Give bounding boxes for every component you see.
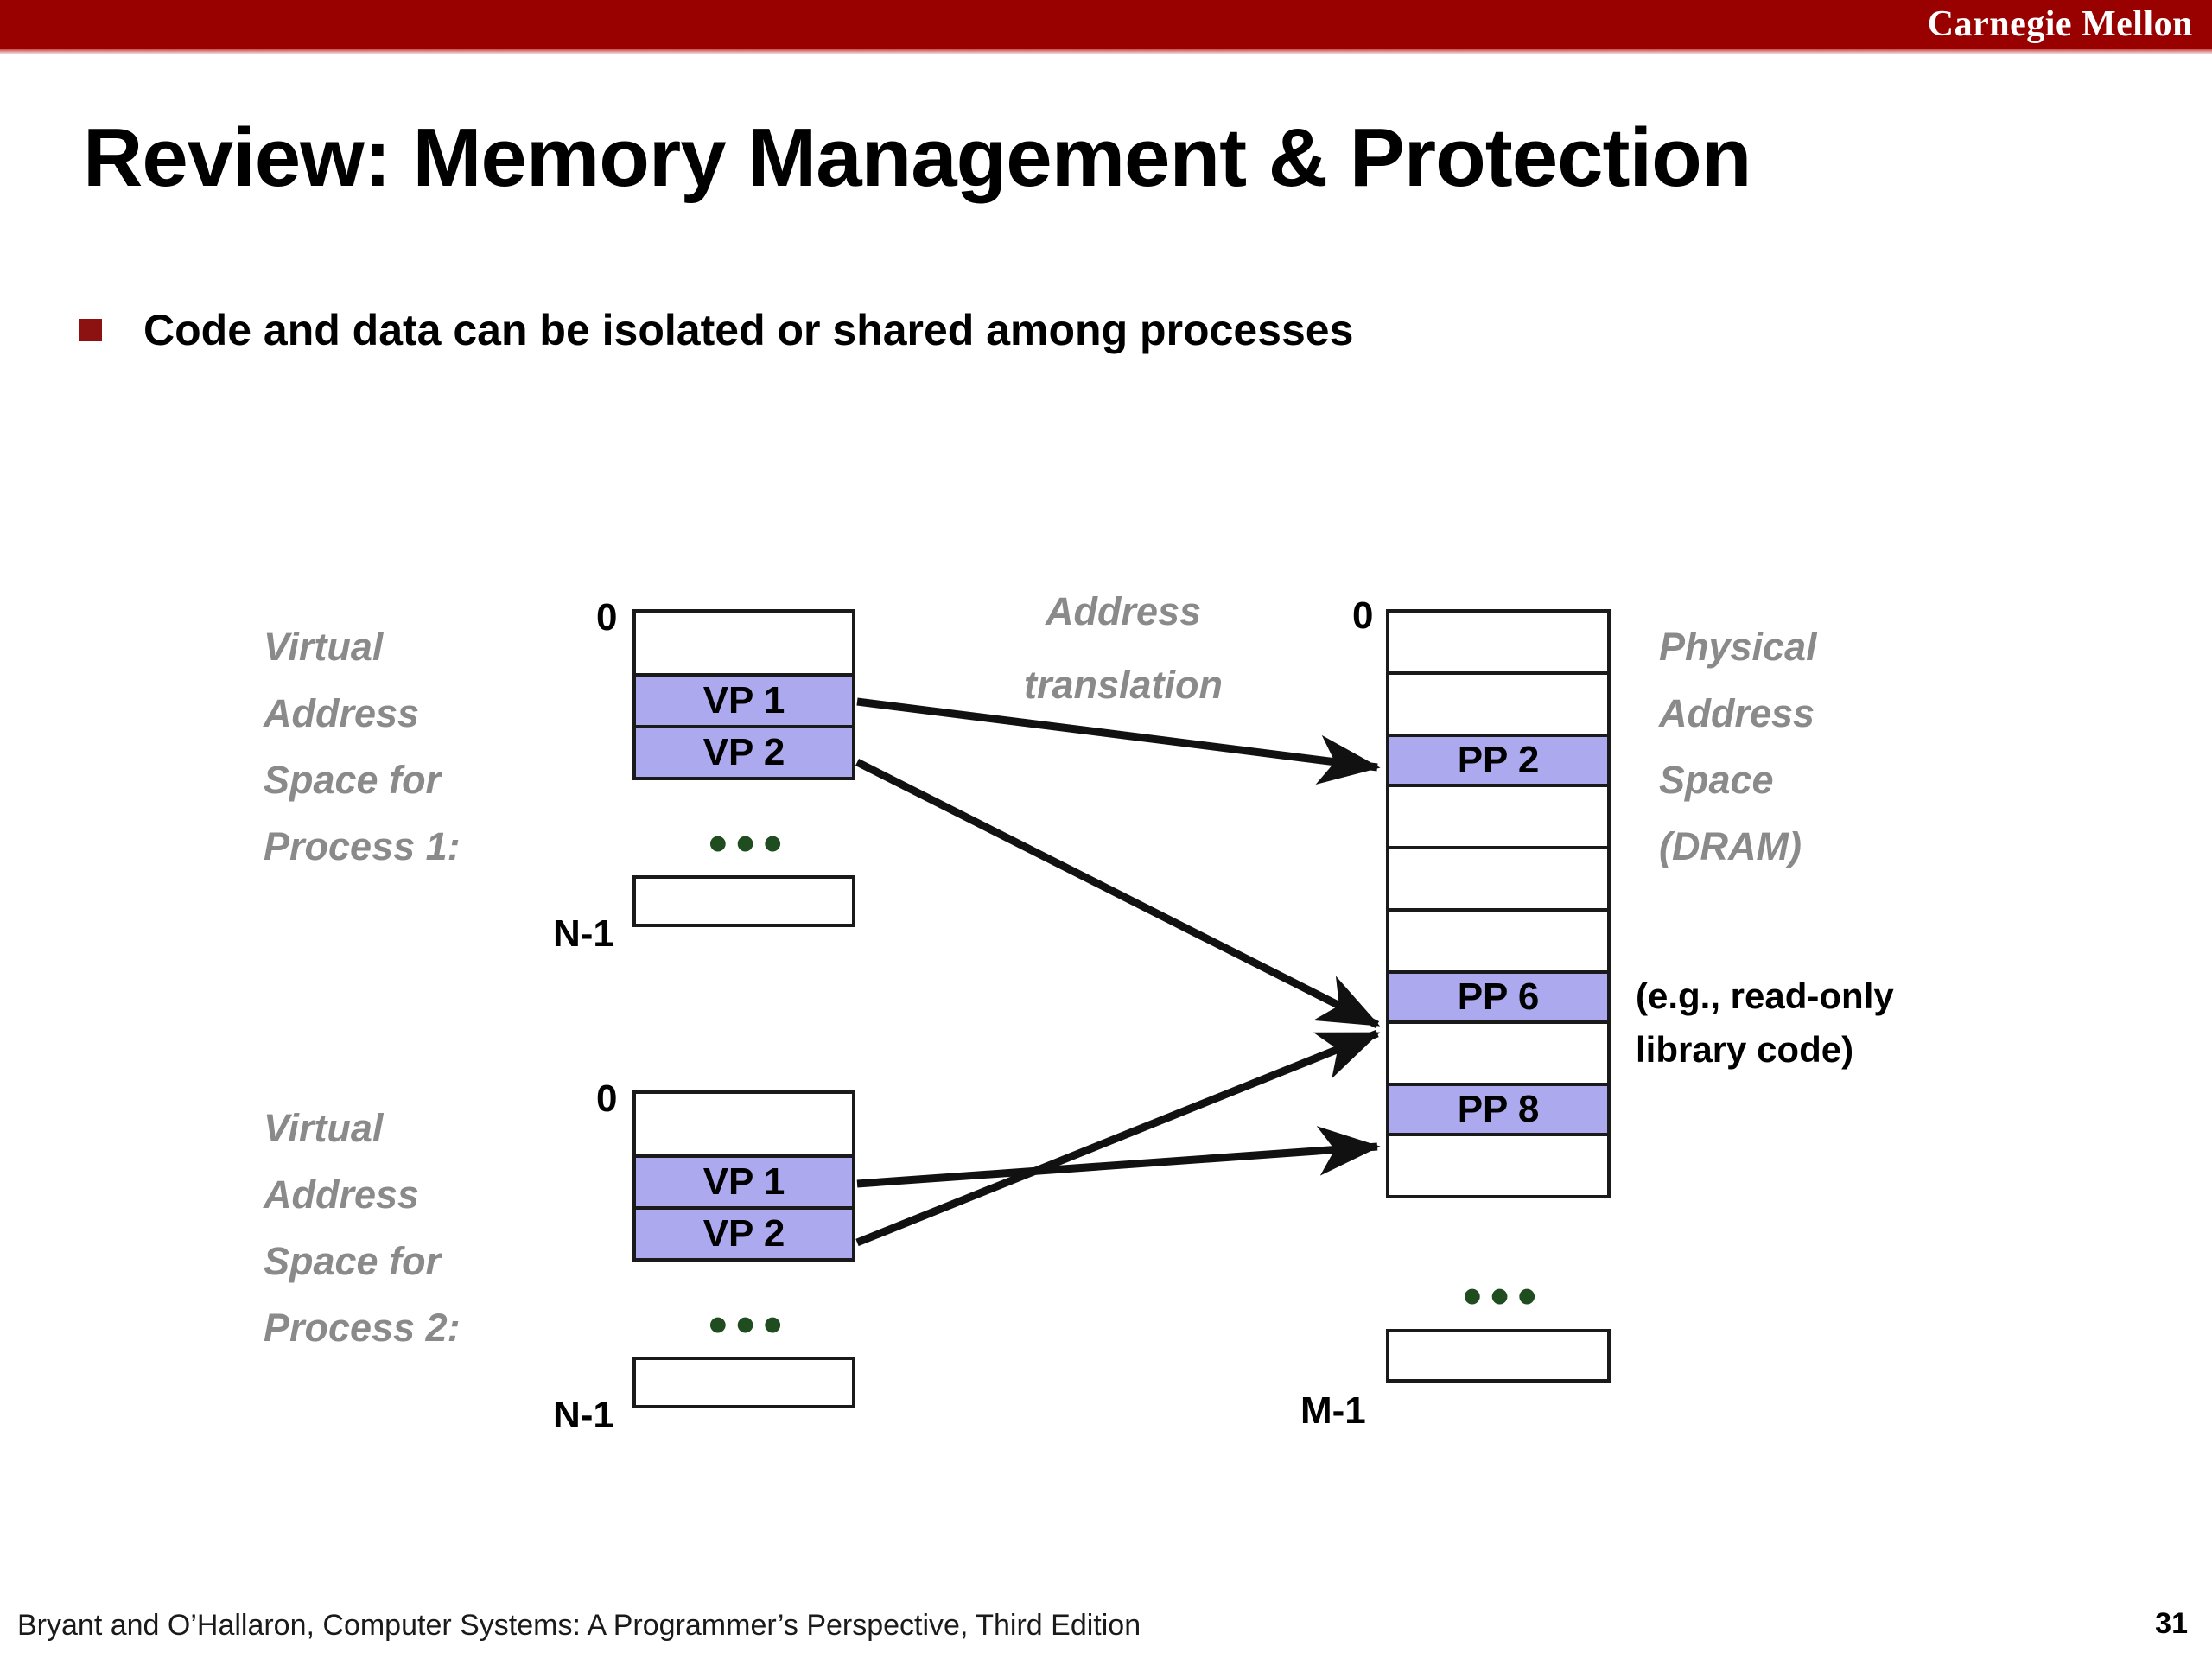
process2-tail-row xyxy=(632,1357,855,1408)
physical-row-8: PP 8 xyxy=(1386,1083,1611,1136)
process1-row-label: VP 2 xyxy=(702,731,785,773)
process2-bottom-address: N-1 xyxy=(553,1394,614,1436)
physical-ellipsis: ••• xyxy=(1463,1267,1546,1326)
physical-memory-column: PP 2 PP 6 PP 8 xyxy=(1386,609,1611,1198)
process1-row-1: VP 1 xyxy=(632,673,855,728)
physical-row-2: PP 2 xyxy=(1386,734,1611,787)
physical-row-4 xyxy=(1386,846,1611,912)
physical-row-7 xyxy=(1386,1020,1611,1086)
process1-ellipsis: ••• xyxy=(709,814,791,874)
page-title: Review: Memory Management & Protection xyxy=(83,111,1751,204)
footer-citation: Bryant and O’Hallaron, Computer Systems:… xyxy=(17,1609,1141,1642)
process1-tail-row xyxy=(632,875,855,927)
physical-row-label: PP 6 xyxy=(1457,976,1540,1018)
process2-top-address: 0 xyxy=(596,1077,618,1120)
physical-tail-row xyxy=(1386,1329,1611,1382)
header-underline xyxy=(0,49,2212,54)
carnegie-mellon-wordmark: Carnegie Mellon xyxy=(1927,4,2193,44)
process2-row-0 xyxy=(632,1090,855,1158)
bullet-square-icon xyxy=(79,319,102,341)
process1-top-address: 0 xyxy=(596,596,618,639)
arrow-p2vp2-to-pp6 xyxy=(855,1029,1381,1247)
arrow-p1vp2-to-pp6 xyxy=(855,758,1381,1029)
arrow-p2vp1-to-pp8 xyxy=(856,1126,1381,1188)
process1-row-label: VP 1 xyxy=(702,679,785,721)
physical-bottom-address: M-1 xyxy=(1300,1389,1366,1432)
process1-bottom-address: N-1 xyxy=(553,912,614,955)
process2-row-label: VP 1 xyxy=(702,1160,785,1203)
process2-row-2: VP 2 xyxy=(632,1206,855,1262)
process2-memory-column: VP 1 VP 2 xyxy=(632,1090,855,1262)
address-translation-label: Address translation xyxy=(1023,589,1224,707)
physical-row-6: PP 6 xyxy=(1386,970,1611,1024)
process1-row-0 xyxy=(632,609,855,677)
process2-row-1: VP 1 xyxy=(632,1154,855,1210)
process1-space-label: Virtual Address Space for Process 1: xyxy=(264,625,461,868)
physical-space-label: Physical Address Space (DRAM) xyxy=(1659,625,1817,868)
physical-row-9 xyxy=(1386,1133,1611,1198)
process2-ellipsis: ••• xyxy=(709,1295,791,1355)
physical-top-address: 0 xyxy=(1352,594,1374,637)
physical-row-label: PP 8 xyxy=(1457,1088,1540,1130)
bullet-item: Code and data can be isolated or shared … xyxy=(79,305,1353,355)
process1-row-2: VP 2 xyxy=(632,725,855,780)
header-bar xyxy=(0,0,2212,49)
physical-row-1 xyxy=(1386,671,1611,737)
readonly-library-note: (e.g., read-only library code) xyxy=(1636,976,1894,1070)
physical-row-label: PP 2 xyxy=(1457,739,1540,781)
physical-row-5 xyxy=(1386,908,1611,974)
process2-space-label: Virtual Address Space for Process 2: xyxy=(264,1106,461,1350)
physical-row-0 xyxy=(1386,609,1611,675)
bullet-item-label: Code and data can be isolated or shared … xyxy=(143,306,1354,354)
process1-memory-column: VP 1 VP 2 xyxy=(632,609,855,780)
footer-page-number: 31 xyxy=(2155,1607,2188,1640)
physical-row-3 xyxy=(1386,784,1611,849)
process2-row-label: VP 2 xyxy=(702,1212,785,1255)
